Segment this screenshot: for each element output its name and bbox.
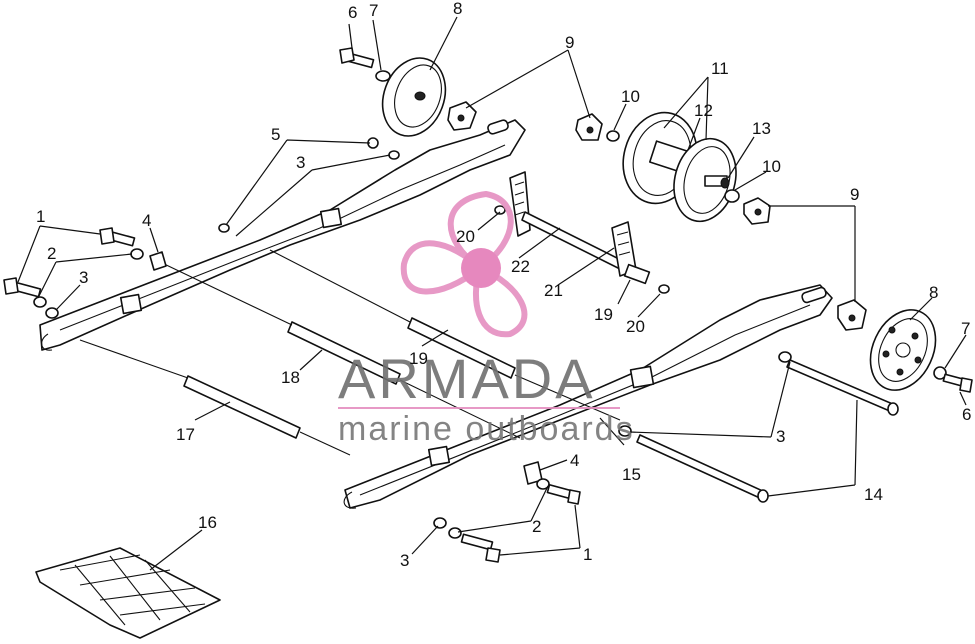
- leader-lines: [17, 16, 967, 571]
- washer-2-lower: [33, 296, 47, 308]
- shaft-17-axis: [79, 339, 351, 456]
- twin-wheel-assembly: [622, 111, 737, 223]
- watermark-tagline: marine outboards: [338, 410, 635, 448]
- block-9-mid: [575, 113, 603, 141]
- washer-20-upper: [494, 205, 506, 215]
- callout-18: 18: [281, 368, 300, 387]
- plate-4-upper: [149, 251, 167, 271]
- shaft-19: [407, 317, 516, 379]
- rail-top: [39, 119, 526, 351]
- bolt-6-right: [942, 373, 973, 393]
- callout-17: 17: [176, 425, 195, 444]
- rail-bottom: [343, 284, 833, 509]
- shaft-17: [183, 375, 301, 439]
- callout-15: 15: [622, 465, 641, 484]
- callout-1-bottom: 1: [583, 545, 592, 564]
- callout-9-right: 9: [850, 185, 859, 204]
- bolt-1-lower: [3, 277, 42, 298]
- callout-20-lower: 20: [626, 317, 645, 336]
- bolt-1-bottom-lower: [460, 533, 501, 563]
- callout-6-top: 6: [348, 3, 357, 22]
- washer-3-right-lower: [618, 425, 632, 437]
- washer-10-b: [724, 189, 740, 203]
- washer-7-right: [933, 366, 947, 380]
- washer-2-bottom-lower: [448, 527, 462, 539]
- washer-20-lower: [658, 284, 670, 294]
- bolt-6-top: [339, 47, 375, 69]
- callout-3-top: 3: [296, 153, 305, 172]
- callout-5: 5: [271, 125, 280, 144]
- block-9-right-lower: [837, 299, 867, 331]
- callout-19-right: 19: [594, 305, 613, 324]
- rod-14-lower: [636, 434, 769, 503]
- callout-2-left: 2: [47, 244, 56, 263]
- callout-20-upper: 20: [456, 227, 475, 246]
- washer-2-bottom-upper: [536, 478, 550, 490]
- block-9-left: [447, 101, 477, 131]
- armada-logo-icon: [400, 190, 528, 338]
- callout-19-left: 19: [409, 349, 428, 368]
- callout-9-top: 9: [565, 33, 574, 52]
- watermark-brand: ARMADA: [338, 347, 596, 410]
- callout-12: 12: [694, 101, 713, 120]
- wheel-8-top: [381, 57, 447, 137]
- block-9-right-upper: [743, 197, 771, 225]
- slide-16: [35, 547, 221, 639]
- callout-8-top: 8: [453, 0, 462, 18]
- callout-10-right: 10: [762, 157, 781, 176]
- shaft-19-axis: [269, 249, 621, 421]
- callout-3-right: 3: [776, 427, 785, 446]
- callout-4-bottom: 4: [570, 451, 579, 470]
- callout-10-top: 10: [621, 87, 640, 106]
- wheel-8-right: [869, 309, 937, 391]
- callout-16: 16: [198, 513, 217, 532]
- callout-3-bottom: 3: [400, 551, 409, 570]
- washer-3-right-upper: [778, 351, 792, 363]
- callout-3-left: 3: [79, 268, 88, 287]
- washer-3-left: [45, 307, 59, 319]
- callout-4-left: 4: [142, 211, 151, 230]
- callout-7-right: 7: [961, 319, 970, 338]
- bolt-1-bottom-upper: [546, 483, 581, 505]
- washer-3-bottom: [433, 517, 447, 529]
- callout-21: 21: [544, 281, 563, 300]
- callout-7-top: 7: [369, 1, 378, 20]
- washer-3-top: [388, 150, 400, 160]
- callout-8-right: 8: [929, 283, 938, 302]
- washer-2-upper: [130, 248, 144, 260]
- washer-3-rail: [218, 223, 230, 233]
- washer-7-top: [375, 70, 391, 82]
- callout-6-right: 6: [962, 405, 971, 424]
- callout-2-bottom: 2: [532, 517, 541, 536]
- callout-14: 14: [864, 485, 883, 504]
- bracket-21: [611, 221, 651, 285]
- shaft-18: [287, 321, 401, 385]
- crossbar-22: [521, 211, 626, 271]
- armada-watermark: ARMADA marine outboards: [338, 190, 635, 448]
- washer-10-a: [606, 130, 620, 142]
- callout-11: 11: [711, 59, 729, 78]
- rod-14-upper: [786, 359, 899, 416]
- bolt-1-upper: [99, 227, 136, 247]
- callout-22: 22: [511, 257, 530, 276]
- callout-13: 13: [752, 119, 771, 138]
- callout-1-left: 1: [36, 207, 45, 226]
- callout-labels: 6 7 8 9 10 11 12 13 10 9 8 7 6 14 3 15 4…: [36, 0, 971, 570]
